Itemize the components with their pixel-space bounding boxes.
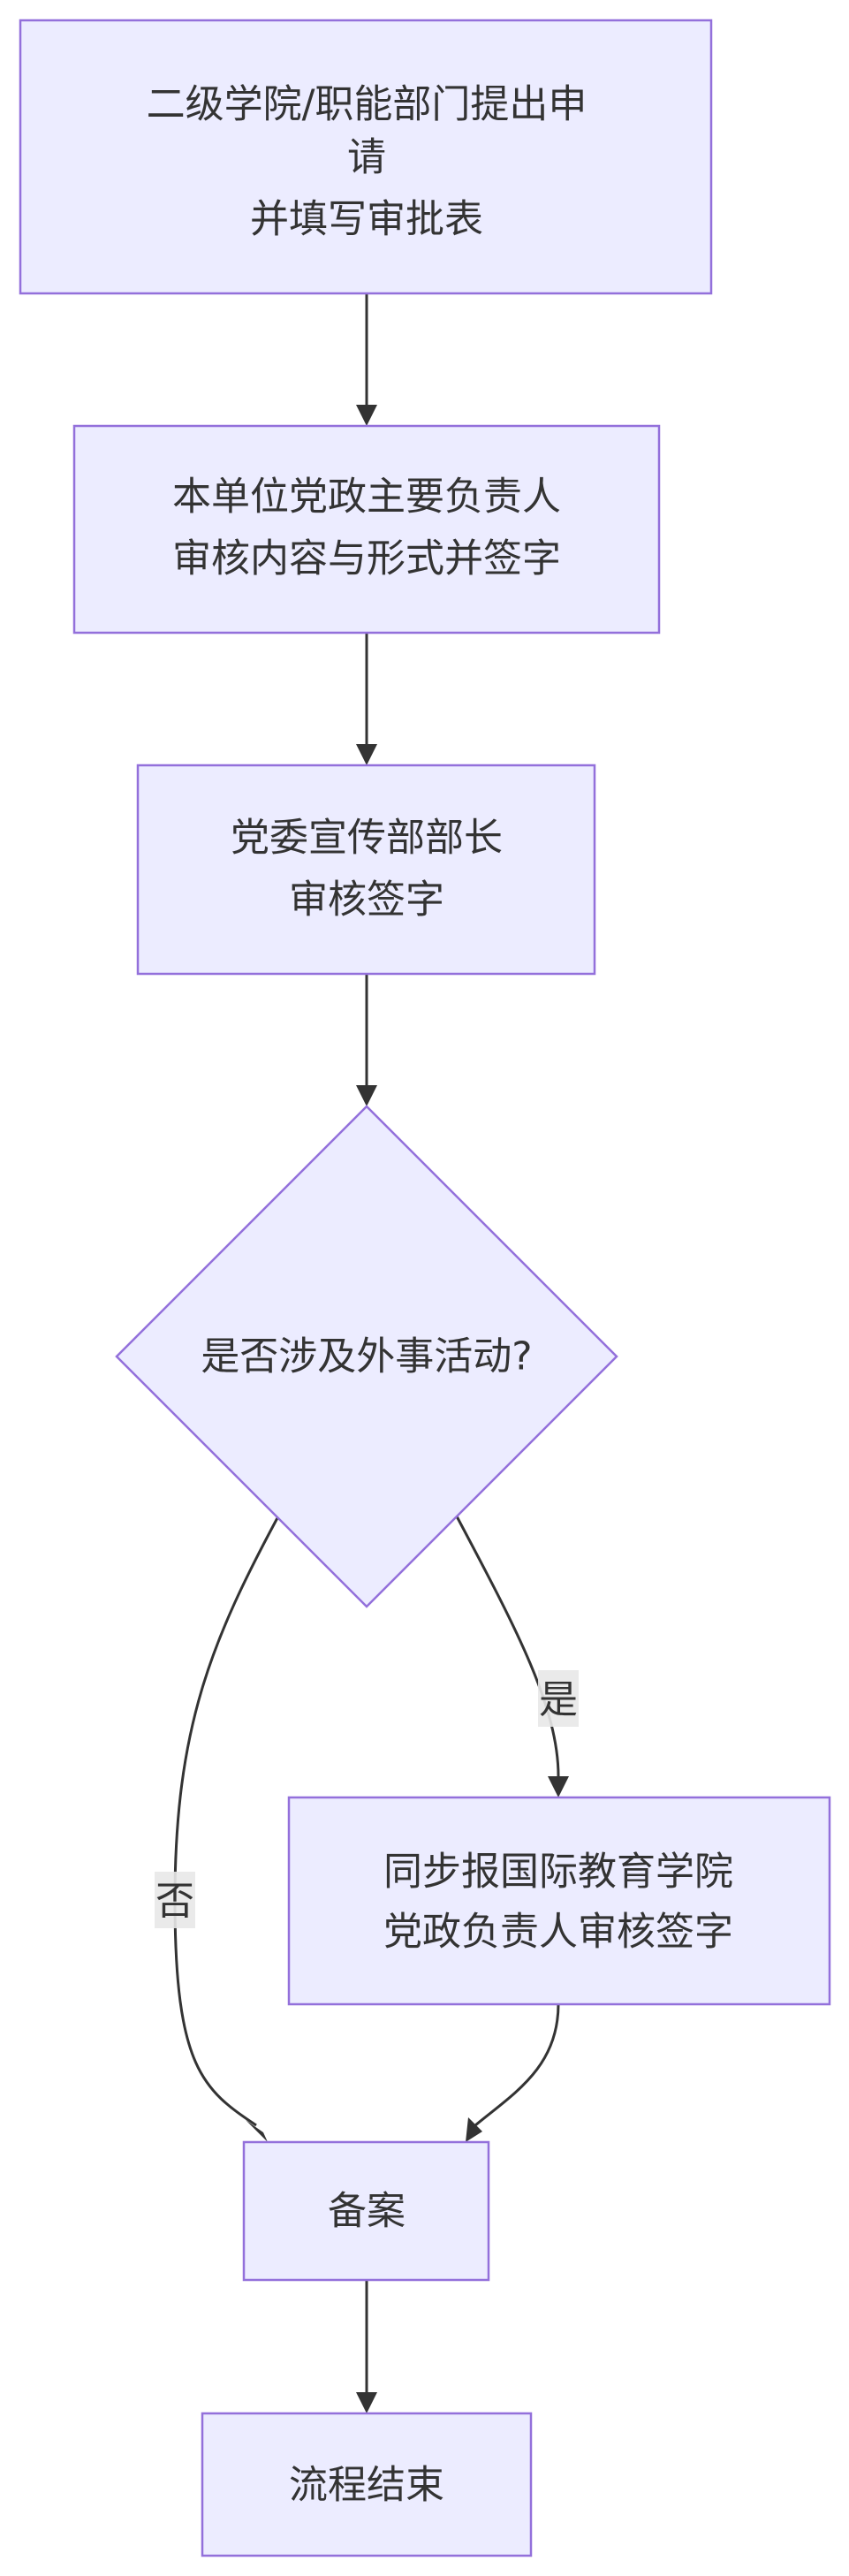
node-intl-review-box [287, 1796, 831, 2006]
edge-check-to-file-record-no [173, 1514, 281, 2127]
node-end-box [201, 2412, 533, 2557]
edge-labels: 否 是 [155, 1670, 579, 1928]
node-unit-review-box [72, 424, 661, 635]
node-foreign-affairs-check-line-1: 是否涉及外事活动? [201, 1334, 532, 1379]
node-apply-line-3: 并填写审批表 [250, 197, 483, 242]
node-propaganda-review-box [136, 764, 596, 976]
node-unit-review: 本单位党政主要负责人 审核内容与形式并签字 [72, 424, 661, 635]
edge-label-no-text: 否 [155, 1879, 194, 1924]
node-file-record-box [242, 2140, 490, 2282]
edge-intl-review-to-file-record [474, 2003, 560, 2127]
node-intl-review-line-2: 党政负责人审核签字 [383, 1910, 733, 1955]
edge-check-to-intl-review-yes [454, 1514, 560, 1777]
edge-label-no: 否 [155, 1872, 195, 1928]
arrow-intl-review-to-file-record [466, 2117, 482, 2142]
edge-label-yes-text: 是 [539, 1677, 578, 1722]
node-apply-line-2: 请 [347, 135, 386, 180]
node-propaganda-review-line-2: 审核签字 [289, 878, 444, 923]
arrow-check-to-file-record-no [246, 2120, 268, 2142]
node-foreign-affairs-check: 是否涉及外事活动? [115, 1105, 618, 1608]
node-apply: 二级学院/职能部门提出申 请 并填写审批表 [19, 19, 713, 295]
node-file-record-line-1: 备案 [328, 2189, 406, 2234]
edge-label-yes: 是 [538, 1670, 579, 1727]
node-file-record: 备案 [242, 2140, 490, 2282]
arrow-unit-review-to-propaganda-review [356, 744, 377, 765]
nodes: 二级学院/职能部门提出申 请 并填写审批表 本单位党政主要负责人 审核内容与形式… [19, 19, 831, 2557]
node-propaganda-review: 党委宣传部部长 审核签字 [136, 764, 596, 976]
arrow-apply-to-unit-review [356, 405, 377, 426]
node-foreign-affairs-check-diamond [115, 1105, 618, 1608]
node-propaganda-review-line-1: 党委宣传部部长 [231, 816, 503, 861]
node-intl-review-line-1: 同步报国际教育学院 [383, 1850, 733, 1895]
node-unit-review-line-1: 本单位党政主要负责人 [172, 475, 561, 520]
node-intl-review: 同步报国际教育学院 党政负责人审核签字 [287, 1796, 831, 2006]
node-end-line-1: 流程结束 [289, 2463, 444, 2508]
node-unit-review-line-2: 审核内容与形式并签字 [172, 536, 561, 581]
arrow-check-to-intl-review-yes [548, 1776, 569, 1797]
arrow-propaganda-review-to-check [356, 1085, 377, 1106]
node-apply-line-1: 二级学院/职能部门提出申 [147, 82, 587, 127]
edge-label-no-bg [155, 1872, 195, 1928]
node-apply-box [19, 19, 713, 295]
node-end: 流程结束 [201, 2412, 533, 2557]
edge-label-yes-bg [538, 1670, 579, 1727]
arrow-file-record-to-end [356, 2392, 377, 2413]
